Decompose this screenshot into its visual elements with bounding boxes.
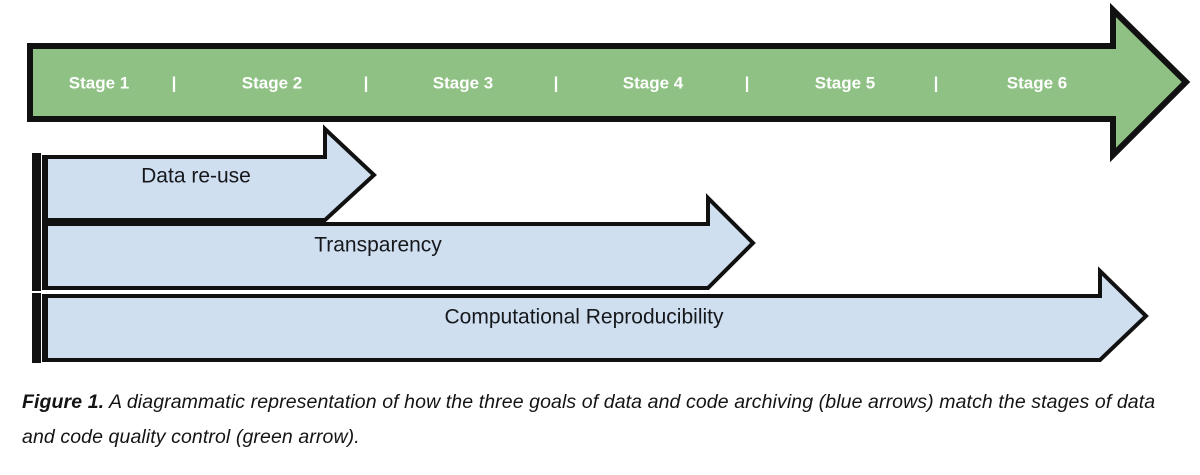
stage-arrow-shape [27,2,1191,163]
stage-label-1: Stage 1 [69,73,129,92]
stage-label-3: Stage 3 [433,73,493,92]
goal-arrow-data-re-use-start-cap-edge [44,155,48,222]
goal-arrow-transparency: Transparency [32,193,756,291]
goal-arrow-data-re-use-start-cap [32,153,41,224]
figure-caption-text: A diagrammatic representation of how the… [22,391,1156,448]
stage-arrow: Stage 1 | Stage 2 | Stage 3 | Stage 4 | … [27,2,1191,163]
goal-arrow-computational-reproducibility-label: Computational Reproducibility [445,306,724,329]
stage-label-4: Stage 4 [623,73,684,92]
stage-label-2: Stage 2 [242,73,302,92]
goal-arrow-computational-reproducibility-start-cap [32,293,41,363]
stage-separator-4: | [745,73,750,92]
stage-separator-2: | [364,73,369,92]
goal-arrow-data-re-use: Data re-use [32,124,377,224]
goal-arrow-computational-reproducibility-start-cap-edge [44,295,48,361]
stage-separator-1: | [172,73,177,92]
stage-separator-5: | [934,73,939,92]
stage-label-5: Stage 5 [815,73,875,92]
stage-separator-3: | [554,73,559,92]
stage-label-6: Stage 6 [1007,73,1067,92]
goal-arrow-transparency-start-cap [32,221,41,291]
figure-caption-prefix: Figure 1. [22,391,105,413]
diagram-canvas: Stage 1 | Stage 2 | Stage 3 | Stage 4 | … [27,2,1191,363]
goal-arrow-computational-reproducibility: Computational Reproducibility [32,266,1149,363]
goal-arrow-transparency-start-cap-edge [44,223,48,289]
goal-arrow-transparency-label: Transparency [314,234,442,257]
goal-arrow-data-re-use-label: Data re-use [141,165,251,188]
figure-caption: Figure 1. A diagrammatic representation … [22,385,1182,455]
